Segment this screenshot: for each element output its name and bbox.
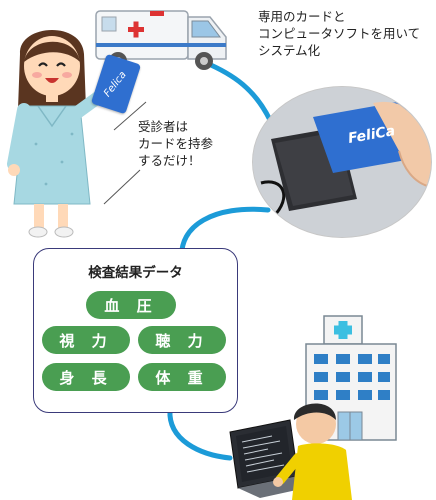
description-line-3: システム化 — [258, 43, 321, 58]
speech-line-2: カードを持参 — [138, 136, 214, 151]
results-panel: 検査結果データ 血 圧 視 力 聴 力 身 長 体 重 — [33, 248, 238, 413]
speech-text: 受診者は カードを持参 するだけ！ — [138, 118, 213, 169]
results-panel-title: 検査結果データ — [88, 265, 183, 281]
result-height: 身 長 — [42, 363, 130, 391]
hospital-icon — [305, 315, 397, 441]
speech-lines — [103, 101, 147, 205]
card-reader-photo: FeliCa — [252, 86, 432, 238]
computer-operator — [229, 403, 352, 500]
felica-card-label: Felica — [102, 69, 130, 99]
description-line-2: コンピュータソフトを用いて — [258, 26, 421, 41]
patient-figure — [7, 29, 113, 238]
result-vision: 視 力 — [42, 326, 130, 354]
speech-line-1: 受診者は — [138, 119, 189, 134]
system-description: 専用のカードと コンピュータソフトを用いて システム化 — [258, 8, 420, 59]
ambulance-icon — [95, 10, 227, 70]
result-hearing: 聴 力 — [138, 326, 226, 354]
result-blood-pressure: 血 圧 — [86, 291, 176, 319]
card-reader-icon — [253, 87, 431, 237]
result-weight: 体 重 — [138, 363, 226, 391]
speech-line-3: するだけ！ — [138, 153, 201, 168]
description-line-1: 専用のカードと — [258, 9, 346, 24]
